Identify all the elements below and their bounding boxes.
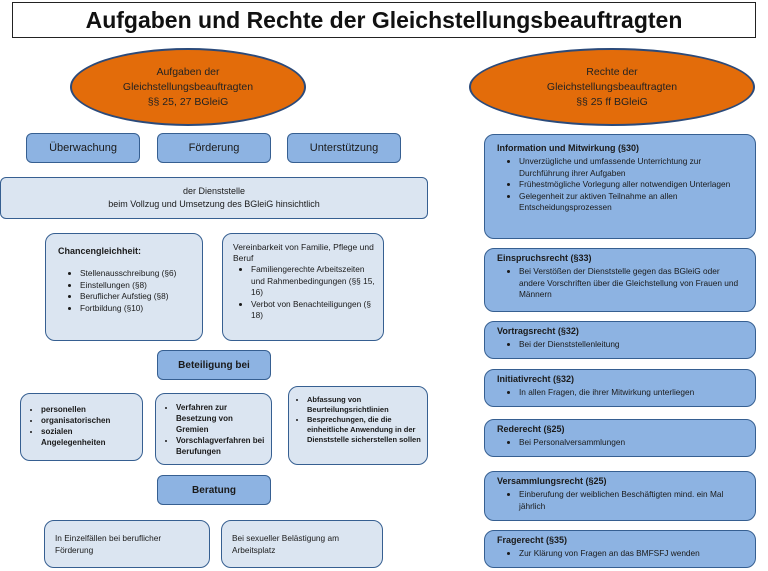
beratung-right-box: Bei sexueller Belästigung am Arbeitsplat… <box>221 520 383 568</box>
beteiligung-left-list: personellen organisatorischen sozialen A… <box>25 404 136 448</box>
list-item: Einstellungen (§8) <box>80 280 192 292</box>
right-initiativ-list: In allen Fragen, die ihrer Mitwirkung un… <box>497 387 745 399</box>
list-item: Bei Verstößen der Dienststelle gegen das… <box>519 266 745 301</box>
tasks-ellipse-text: Aufgaben der Gleichstellungsbeauftragten… <box>122 65 254 108</box>
tasks-ellipse: Aufgaben der Gleichstellungsbeauftragten… <box>70 48 306 126</box>
list-item: personellen <box>41 404 136 415</box>
list-item: sozialen Angelegenheiten <box>41 426 136 448</box>
list-item: Zur Klärung von Fragen an das BMFSFJ wen… <box>519 548 745 560</box>
unterstuetzung-label: Unterstützung <box>309 142 379 154</box>
list-item: Beruflicher Aufstieg (§8) <box>80 291 192 303</box>
list-item: Verbot von Benachteiligungen (§ 18) <box>251 299 375 322</box>
list-item: Familiengerechte Arbeitszeiten und Rahme… <box>251 264 375 299</box>
ueberwachung-box: Überwachung <box>26 133 140 163</box>
right-rederecht-heading: Rederecht (§25) <box>497 424 565 434</box>
list-item: Abfassung von Beurteilungsrichtlinien <box>307 395 421 415</box>
right-einspruch-heading: Einspruchsrecht (§33) <box>497 253 592 263</box>
page-title: Aufgaben und Rechte der Gleichstellungsb… <box>12 2 756 38</box>
dienststelle-line1: der Dienststelle <box>182 186 246 196</box>
chancengleichheit-list: Stellenausschreibung (§6) Einstellungen … <box>58 268 192 314</box>
right-initiativ-box: Initiativrecht (§32) In allen Fragen, di… <box>484 369 756 407</box>
foerderung-box: Förderung <box>157 133 271 163</box>
list-item: In allen Fragen, die ihrer Mitwirkung un… <box>519 387 745 399</box>
right-vortrag-box: Vortragsrecht (§32) Bei der Dienststelle… <box>484 321 756 359</box>
beratung-box: Beratung <box>157 475 271 505</box>
vereinbarkeit-list: Familiengerechte Arbeitszeiten und Rahme… <box>233 264 375 322</box>
vereinbarkeit-box: Vereinbarkeit von Familie, Pflege und Be… <box>222 233 384 341</box>
beteiligung-mid-list: Verfahren zur Besetzung von Gremien Vors… <box>160 402 265 457</box>
right-einspruch-list: Bei Verstößen der Dienststelle gegen das… <box>497 266 745 301</box>
right-frage-box: Fragerecht (§35) Zur Klärung von Fragen … <box>484 530 756 568</box>
beratung-left-box: In Einzelfällen bei beruflicher Förderun… <box>44 520 210 568</box>
right-frage-list: Zur Klärung von Fragen an das BMFSFJ wen… <box>497 548 745 560</box>
right-versammlung-box: Versammlungsrecht (§25) Einberufung der … <box>484 471 756 521</box>
right-information-list: Unverzügliche und umfassende Unterrichtu… <box>497 156 745 214</box>
list-item: Bei der Dienststellenleitung <box>519 339 745 351</box>
list-item: Einberufung der weiblichen Beschäftigten… <box>519 489 745 512</box>
beratung-label: Beratung <box>192 484 236 496</box>
right-rederecht-list: Bei Personalversammlungen <box>497 437 745 449</box>
right-vortrag-heading: Vortragsrecht (§32) <box>497 326 579 336</box>
ueberwachung-label: Überwachung <box>49 142 117 154</box>
list-item: Stellenausschreibung (§6) <box>80 268 192 280</box>
list-item: Verfahren zur Besetzung von Gremien <box>176 402 265 435</box>
beteiligung-box: Beteiligung bei <box>157 350 271 380</box>
chancengleichheit-box: Chancengleichheit: Stellenausschreibung … <box>45 233 203 341</box>
right-information-heading: Information und Mitwirkung (§30) <box>497 143 639 153</box>
beratung-left-text: In Einzelfällen bei beruflicher Förderun… <box>55 533 162 555</box>
rights-ellipse-text: Rechte der Gleichstellungsbeauftragten §… <box>546 65 678 108</box>
list-item: Gelegenheit zur aktiven Teilnahme an all… <box>519 191 745 214</box>
list-item: Bei Personalversammlungen <box>519 437 745 449</box>
unterstuetzung-box: Unterstützung <box>287 133 401 163</box>
list-item: Fortbildung (§10) <box>80 303 192 315</box>
list-item: Frühestmögliche Vorlegung aller notwendi… <box>519 179 745 191</box>
dienststelle-line2: beim Vollzug und Umsetzung des BGleiG hi… <box>108 199 320 209</box>
right-einspruch-box: Einspruchsrecht (§33) Bei Verstößen der … <box>484 248 756 312</box>
list-item: organisatorischen <box>41 415 136 426</box>
beteiligung-mid-box: Verfahren zur Besetzung von Gremien Vors… <box>155 393 272 465</box>
page-title-text: Aufgaben und Rechte der Gleichstellungsb… <box>85 6 683 33</box>
vereinbarkeit-heading: Vereinbarkeit von Familie, Pflege und Be… <box>233 242 374 263</box>
right-vortrag-list: Bei der Dienststellenleitung <box>497 339 745 351</box>
beteiligung-label: Beteiligung bei <box>178 359 250 371</box>
list-item: Vorschlagverfahren bei Berufungen <box>176 435 265 457</box>
beteiligung-right-box: Abfassung von Beurteilungsrichtlinien Be… <box>288 386 428 465</box>
list-item: Besprechungen, die die einheitliche Anwe… <box>307 415 421 445</box>
right-frage-heading: Fragerecht (§35) <box>497 535 568 545</box>
right-initiativ-heading: Initiativrecht (§32) <box>497 374 575 384</box>
beteiligung-right-list: Abfassung von Beurteilungsrichtlinien Be… <box>291 395 421 445</box>
beteiligung-left-box: personellen organisatorischen sozialen A… <box>20 393 143 461</box>
beratung-right-text: Bei sexueller Belästigung am Arbeitsplat… <box>232 533 339 555</box>
right-rederecht-box: Rederecht (§25) Bei Personalversammlunge… <box>484 419 756 457</box>
right-versammlung-heading: Versammlungsrecht (§25) <box>497 476 607 486</box>
dienststelle-box: der Dienststelle beim Vollzug und Umsetz… <box>0 177 428 219</box>
list-item: Unverzügliche und umfassende Unterrichtu… <box>519 156 745 179</box>
foerderung-label: Förderung <box>188 142 240 154</box>
rights-ellipse: Rechte der Gleichstellungsbeauftragten §… <box>469 48 755 126</box>
right-information-box: Information und Mitwirkung (§30) Unverzü… <box>484 134 756 239</box>
right-versammlung-list: Einberufung der weiblichen Beschäftigten… <box>497 489 745 512</box>
chancengleichheit-heading: Chancengleichheit: <box>58 246 142 256</box>
